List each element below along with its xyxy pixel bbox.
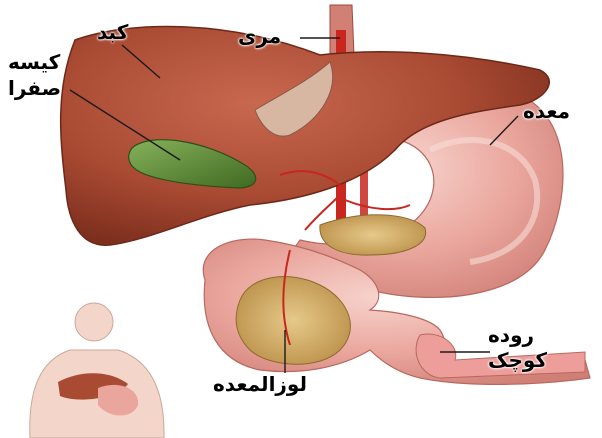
label-liver: کبد — [97, 22, 128, 42]
label-gallbladder-line1: کیسه — [8, 52, 60, 72]
label-pancreas: لوزالمعده — [213, 374, 307, 394]
label-stomach: معده — [523, 101, 570, 121]
pancreas-tail-shape — [320, 215, 426, 255]
label-small-intestine-line1: روده — [488, 325, 534, 345]
inset-head — [75, 303, 113, 341]
label-esophagus: مری — [238, 26, 281, 46]
label-gallbladder-line2: صفرا — [8, 78, 61, 98]
label-small-intestine-line2: کوچک — [488, 350, 547, 370]
